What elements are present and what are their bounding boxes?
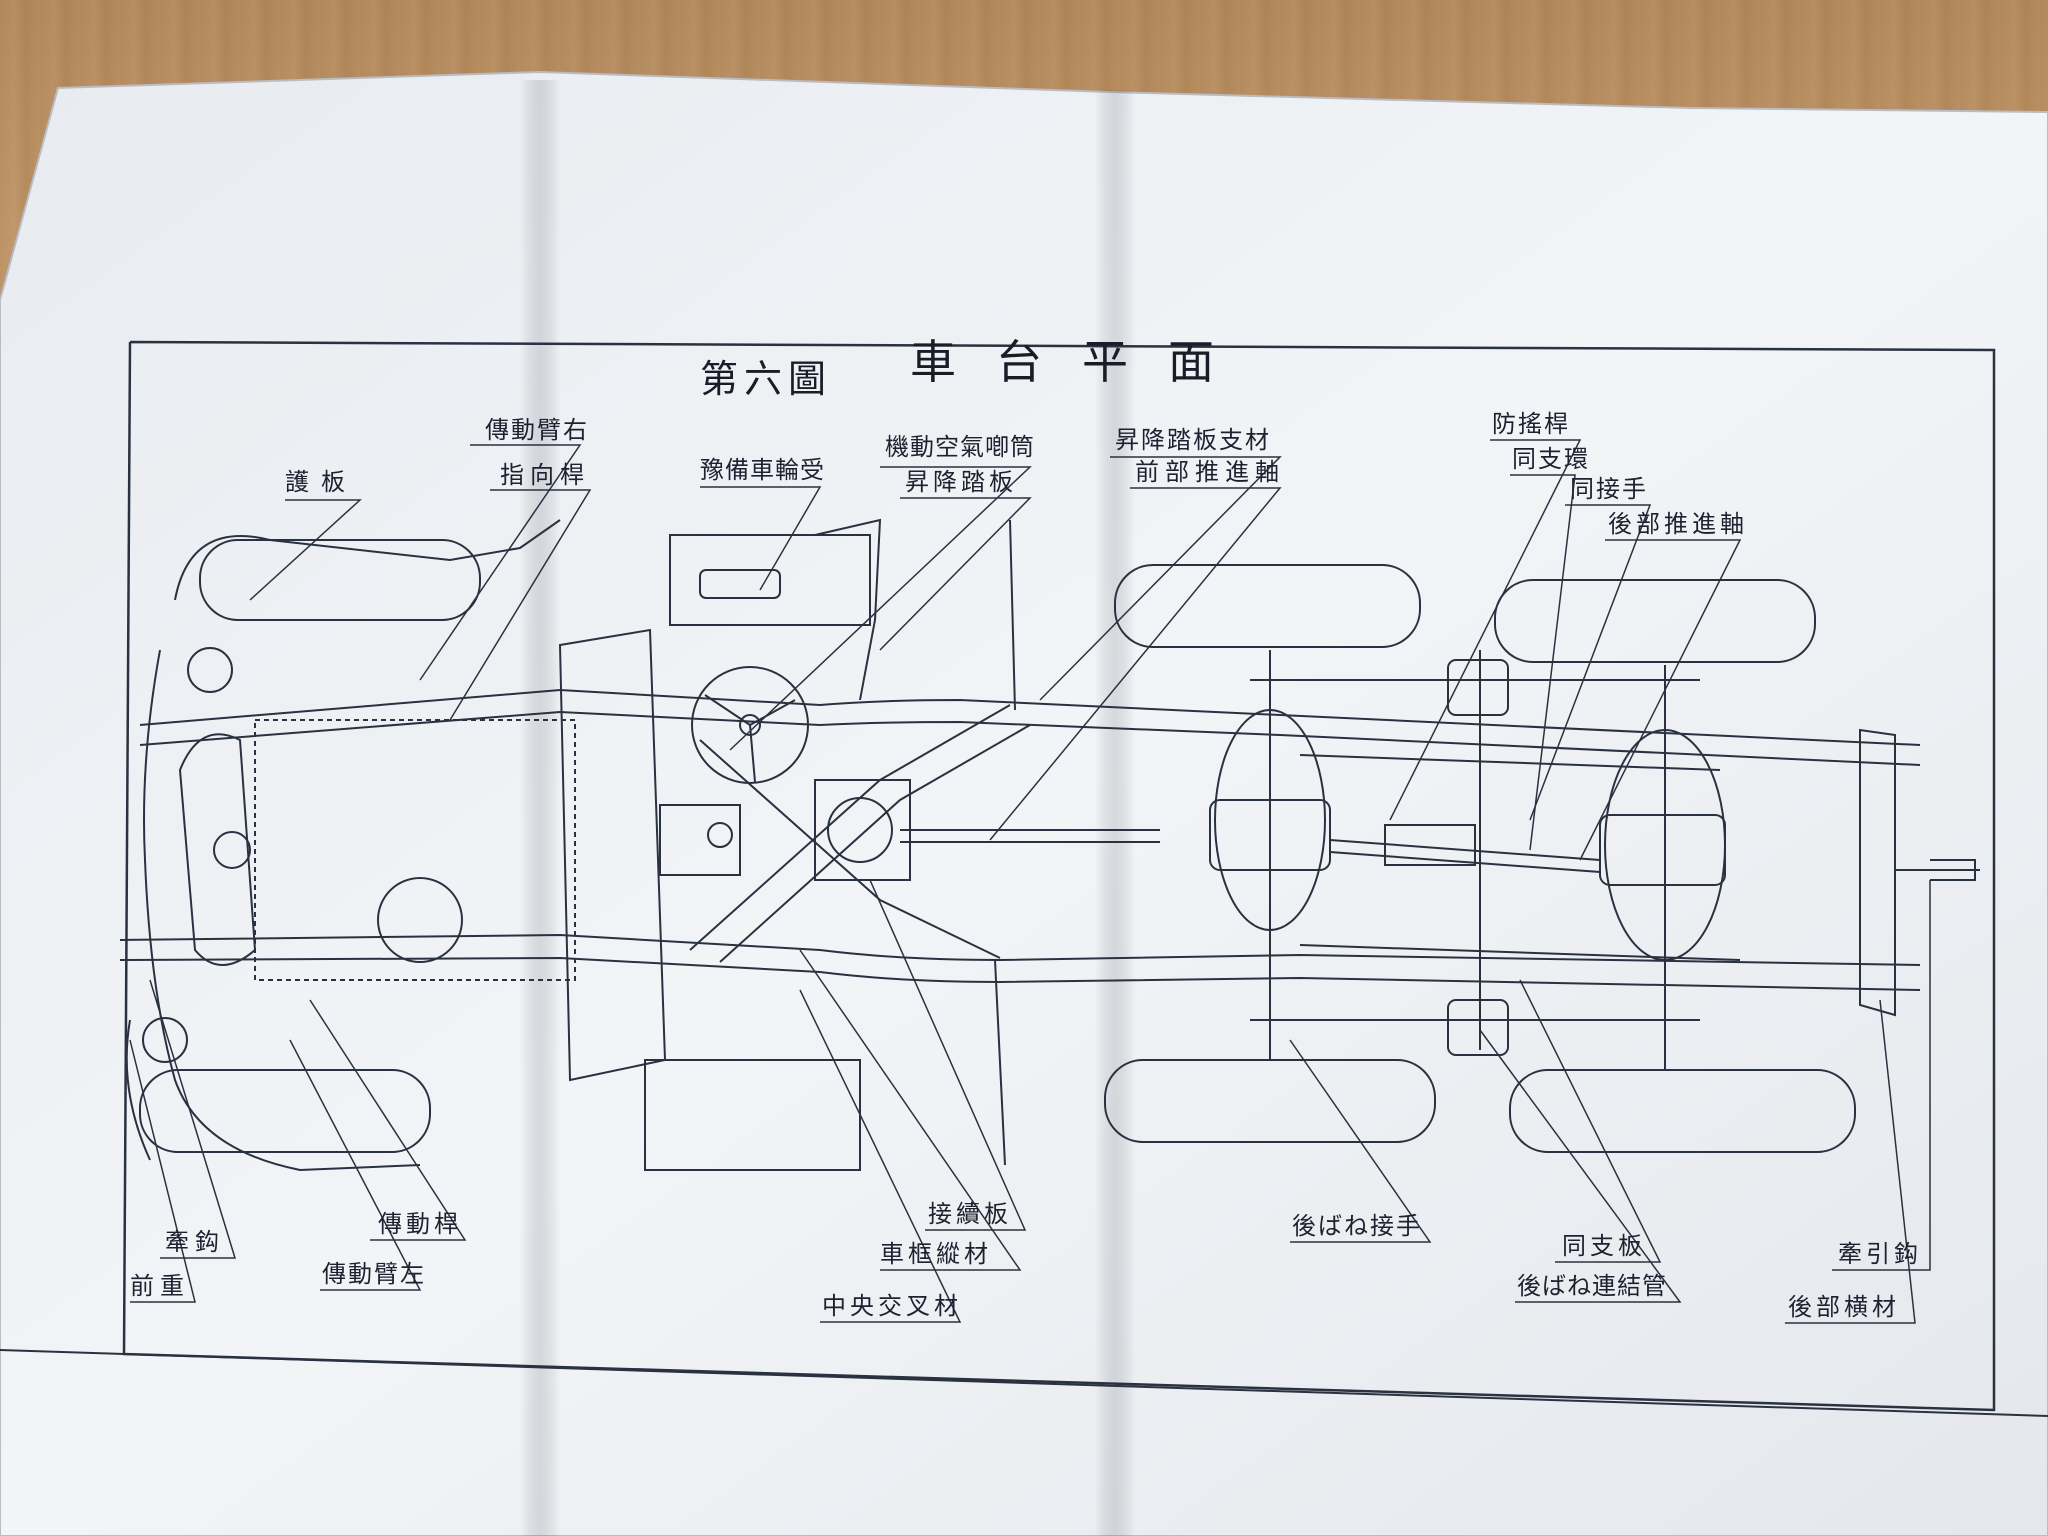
engine-block (254, 719, 576, 981)
rear-cross-member (1859, 728, 1896, 1017)
label-direction-lever: 指向桿 (500, 461, 590, 489)
fold-line-center (1095, 90, 1135, 1536)
radiator (178, 733, 257, 966)
label-rear-cross-member: 後部横材 (1788, 1293, 1900, 1321)
label-rear-propeller-shaft: 後部推進軸 (1608, 510, 1748, 538)
gearbox (659, 804, 741, 876)
step-plate-shape (814, 518, 882, 701)
label-sway-bar: 防搖桿 (1492, 410, 1570, 438)
front-tire-top (199, 539, 481, 621)
label-step-plate-support: 昇降踏板支材 (1115, 426, 1271, 454)
front-center-circle (213, 831, 251, 869)
leader-lines (129, 439, 1931, 1324)
bottom-border-line (0, 1349, 2048, 1417)
flywheel (377, 877, 463, 963)
label-step-plate: 昇降踏板 (905, 468, 1017, 496)
rear-propeller-shaft (1329, 839, 1601, 861)
figure-number: 第六圖 (700, 357, 832, 401)
frame-rail-upper (139, 688, 1921, 746)
label-guard-plate: 護板 (285, 468, 357, 496)
label-center-cross-member: 中央交叉材 (822, 1292, 962, 1320)
headlight-top (187, 647, 233, 693)
label-rear-spring-joint: 後ばね接手 (1292, 1212, 1422, 1240)
label-connecting-plate: 接續板 (928, 1200, 1012, 1228)
label-engine-air-pipe: 機動空氣喞筒 (885, 433, 1035, 461)
label-tow-hook-rear: 牽引鈎 (1838, 1240, 1922, 1268)
label-same-support-plate: 同支板 (1562, 1232, 1646, 1260)
label-tow-hook-front: 牽鈎 (165, 1228, 225, 1256)
label-frame-side-member: 車框縱材 (880, 1240, 992, 1268)
chassis-drawing (119, 518, 1980, 1172)
paper-sheet (0, 70, 2048, 1536)
cross-member-hub (827, 797, 893, 863)
sway-bar (1299, 754, 1721, 771)
headlight-bottom (142, 1017, 188, 1063)
front-tire-bottom (139, 1069, 431, 1153)
label-right-transmission-arm: 傳動臂右 (485, 416, 589, 444)
label-left-transmission-arm: 傳動臂左 (322, 1260, 426, 1288)
fold-line-left (520, 80, 560, 1536)
label-rear-spring-connecting-pipe: 後ばね連結管 (1517, 1272, 1667, 1300)
spare-wheel-bracket (669, 534, 871, 626)
label-front-propeller-shaft: 前部推進軸 (1135, 458, 1285, 486)
rear-tire-1-top (1114, 564, 1421, 648)
drawing-border (122, 340, 1996, 1412)
label-front-bumper: 前重 (130, 1272, 190, 1300)
rear-tire-2-bottom (1509, 1069, 1856, 1153)
label-same-joint: 同接手 (1570, 475, 1648, 503)
label-same-support-ring: 同支環 (1512, 445, 1590, 473)
figure-title: 車台平面 (910, 335, 1254, 389)
rear-tire-2-top (1494, 579, 1816, 663)
part-labels: 護板 傳動臂右 指向桿 豫備車輪受 機動空氣喞筒 昇降踏板 昇降踏板支材 前部推… (130, 410, 1922, 1321)
rear-tow-hook (1930, 859, 1976, 881)
label-transmission-rod: 傳動桿 (378, 1210, 462, 1238)
label-spare-wheel-holder: 豫備車輪受 (700, 456, 825, 484)
